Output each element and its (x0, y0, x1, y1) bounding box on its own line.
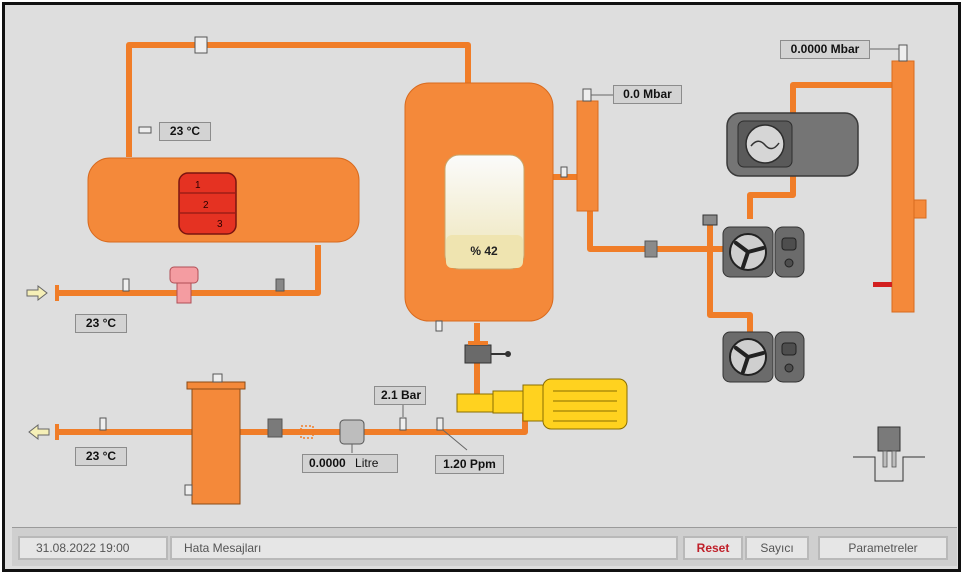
filter-vessel (191, 388, 241, 505)
arrow-left-icon (28, 423, 50, 441)
inlet-sensor-2 (275, 278, 285, 292)
flow-value: 0.0000 (309, 456, 346, 470)
vacuum-pump-lower (722, 331, 805, 383)
pressure-bar-label: 2.1 Bar (374, 386, 426, 405)
tank-level-text: % 42 (470, 244, 498, 258)
ppm-leader (442, 429, 468, 451)
outlet-valve (267, 418, 283, 438)
pressure-regulator (169, 266, 199, 304)
process-diagram: 1 2 3 % 42 (26, 36, 927, 505)
separator-column (576, 100, 599, 212)
drain-valve-body (464, 344, 492, 364)
pipe-heater-inlet (57, 245, 321, 296)
vacuum-gauge-wave (750, 140, 780, 150)
pipe-vacuum-to-pump (747, 175, 796, 219)
flow-label: 0.0000 Litre (302, 454, 398, 473)
inlet-sensor-1 (122, 278, 130, 292)
arrow-right-icon (26, 284, 48, 302)
pump-line-valve (644, 240, 658, 258)
parameters-button[interactable]: Parametreler (818, 536, 948, 560)
filter-vessel-sensor (184, 484, 193, 496)
flow-strainer (300, 425, 314, 439)
heater-zone-3: 3 (217, 219, 223, 230)
motor-pump (456, 378, 628, 430)
temp-bottom-label: 23 °C (75, 447, 127, 466)
tower-red-valve (873, 282, 892, 287)
datetime-display: 31.08.2022 19:00 (18, 536, 168, 560)
top-loop-sensor (138, 126, 152, 134)
pipe-pump-manifold (707, 225, 753, 335)
ppm-label: 1.20 Ppm (435, 455, 504, 474)
inlet-flange (55, 285, 59, 301)
tank-bottom-sensor (435, 320, 443, 332)
tank-level-fill (446, 235, 523, 268)
pipe-vacuum-top (790, 82, 895, 113)
level-switch-icon (853, 426, 925, 482)
outlet-sensor-3 (436, 417, 444, 431)
tower-side-port (913, 199, 927, 219)
pipe-top-loop (126, 42, 471, 157)
drain-valve-ring (468, 341, 488, 345)
reset-button[interactable]: Reset (683, 536, 743, 560)
filter-vessel-knob (212, 373, 223, 383)
status-bar: 31.08.2022 19:00 Hata Mesajları Reset Sa… (12, 527, 957, 566)
tank-side-sensor (560, 166, 568, 178)
temp-top-label: 23 °C (159, 122, 211, 141)
pressure-right-label: 0.0000 Mbar (780, 40, 870, 59)
outlet-sensor-2 (399, 417, 407, 431)
condenser-tower (891, 60, 915, 313)
counter-button[interactable]: Sayıcı (745, 536, 809, 560)
filter-vessel-cap (186, 381, 246, 390)
outlet-flange (55, 424, 59, 440)
pipe-sensors (99, 36, 658, 438)
heater-zone-1: 1 (195, 180, 201, 191)
column-sensor (582, 88, 592, 102)
temp-left-label: 23 °C (75, 314, 127, 333)
outlet-sensor-1 (99, 417, 107, 431)
pipe-column-to-pumps (587, 210, 710, 252)
flow-unit: Litre (355, 456, 379, 470)
hmi-panel: 1 2 3 % 42 (2, 2, 961, 572)
heater-zone-2: 2 (203, 200, 209, 211)
top-pipe-valve (194, 36, 208, 54)
pressure-tank-label: 0.0 Mbar (613, 85, 682, 104)
flow-meter (339, 419, 365, 445)
error-messages-box[interactable]: Hata Mesajları (170, 536, 678, 560)
tower-sensor (898, 44, 908, 62)
pipe-outlet-line (57, 405, 528, 435)
pump-valve (702, 214, 718, 226)
heater-element (178, 172, 237, 235)
vacuum-pump-upper (722, 226, 805, 278)
